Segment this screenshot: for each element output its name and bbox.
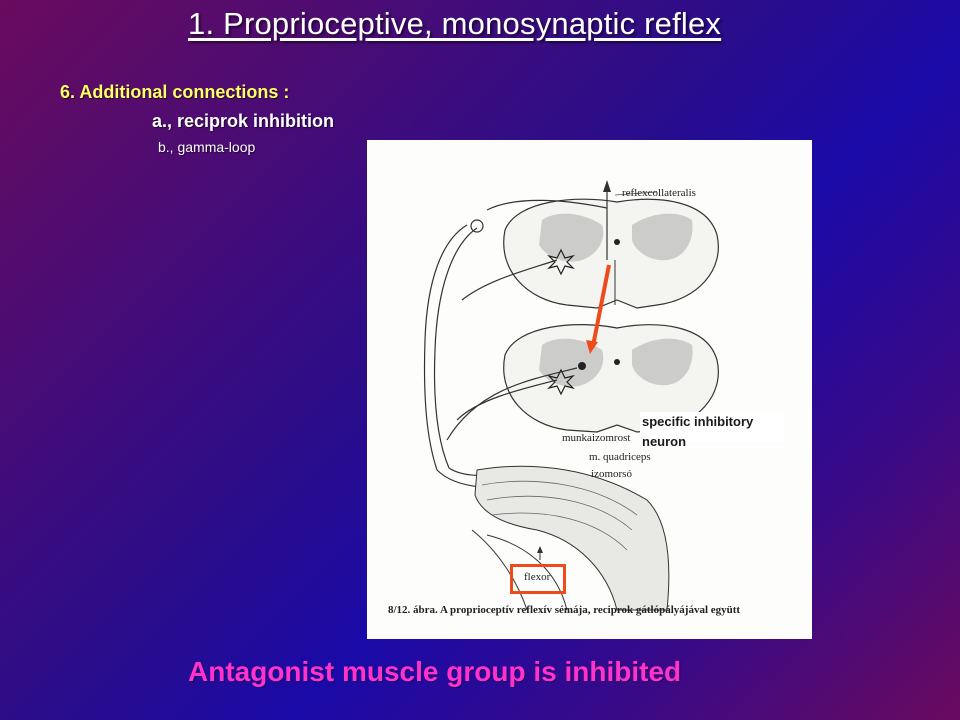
motoneuron-upper <box>547 248 575 276</box>
muscle-drawing <box>471 465 670 611</box>
label-izomorso: izomorsó <box>591 468 632 480</box>
list-item-gamma-loop: b., gamma-loop <box>158 139 256 155</box>
annotation-line-2: neuron <box>642 434 687 449</box>
reflex-diagram-drawing: reflexcollateralis munkaizomrost m. quad… <box>423 180 719 611</box>
inhibitory-path-arrow <box>586 264 611 354</box>
reflexcollateral-arrow <box>603 180 611 260</box>
specific-inhibitory-neuron-label: specific inhibitory neuron <box>640 412 784 449</box>
reflex-diagram-figure: reflexcollateralis munkaizomrost m. quad… <box>367 140 812 639</box>
slide-title: 1. Proprioceptive, monosynaptic reflex <box>188 6 722 41</box>
upper-spinal-section <box>503 198 719 309</box>
figure-caption: 8/12. ábra. A proprioceptív reflexív sém… <box>388 604 741 616</box>
label-munkaizomrost: munkaizomrost <box>562 432 630 444</box>
lower-spinal-section <box>503 324 719 433</box>
list-item-reciprocal-inhibition: a., reciprok inhibition <box>152 111 335 131</box>
label-reflexcollateralis: reflexcollateralis <box>622 187 696 199</box>
label-quadriceps: m. quadriceps <box>589 451 651 463</box>
label-flexor: flexor <box>524 571 551 583</box>
dorsal-root-ganglion-icon <box>470 219 484 233</box>
flexor-highlight-box <box>510 564 566 594</box>
conclusion-text: Antagonist muscle group is inhibited <box>188 656 682 687</box>
section-heading: 6. Additional connections : <box>60 82 290 102</box>
annotation-line-1: specific inhibitory <box>642 414 754 429</box>
